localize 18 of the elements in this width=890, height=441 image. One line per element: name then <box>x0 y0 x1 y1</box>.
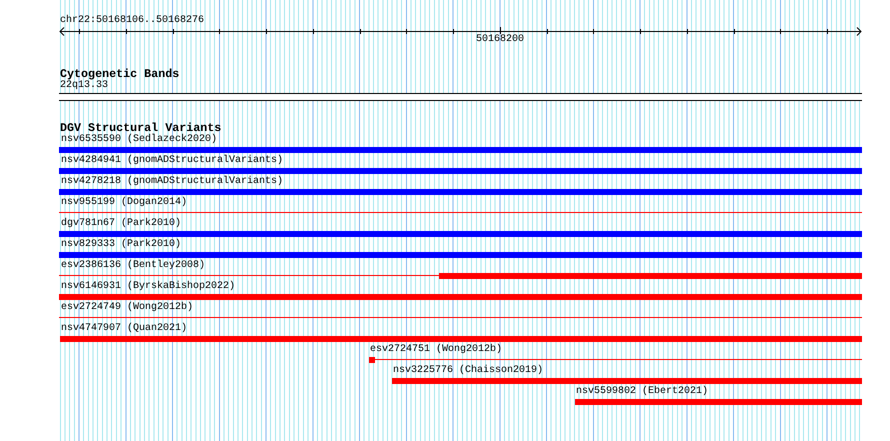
feature-label: nsv5599802 (Ebert2021) <box>576 386 708 398</box>
feature-label: nsv6146931 (ByrskaBishop2022) <box>61 281 236 293</box>
feature-label: nsv955199 (Dogan2014) <box>61 197 188 209</box>
feature-label: nsv3225776 (Chaisson2019) <box>393 365 544 377</box>
track-title: Cytogenetic Bands <box>60 67 180 81</box>
feature-label: dgv781n67 (Park2010) <box>61 218 182 230</box>
position-label: chr22:50168106..50168276 <box>60 15 204 27</box>
feature-label: nsv829333 (Park2010) <box>61 239 182 251</box>
tick-label: 50168200 <box>476 34 524 46</box>
feature-label: nsv4747907 (Quan2021) <box>61 323 188 335</box>
feature-label: nsv4278218 (gnomADStructuralVariants) <box>61 176 284 188</box>
feature-label: esv2386136 (Bentley2008) <box>61 260 206 272</box>
track-title: DGV Structural Variants <box>60 121 222 135</box>
feature-label: esv2724749 (Wong2012b) <box>61 302 194 314</box>
feature-label: esv2724751 (Wong2012b) <box>370 344 502 356</box>
band-label: 22q13.33 <box>60 80 108 92</box>
feature-label: nsv6535590 (Sedlazeck2020) <box>61 134 218 146</box>
feature-label: nsv4284941 (gnomADStructuralVariants) <box>61 155 284 167</box>
